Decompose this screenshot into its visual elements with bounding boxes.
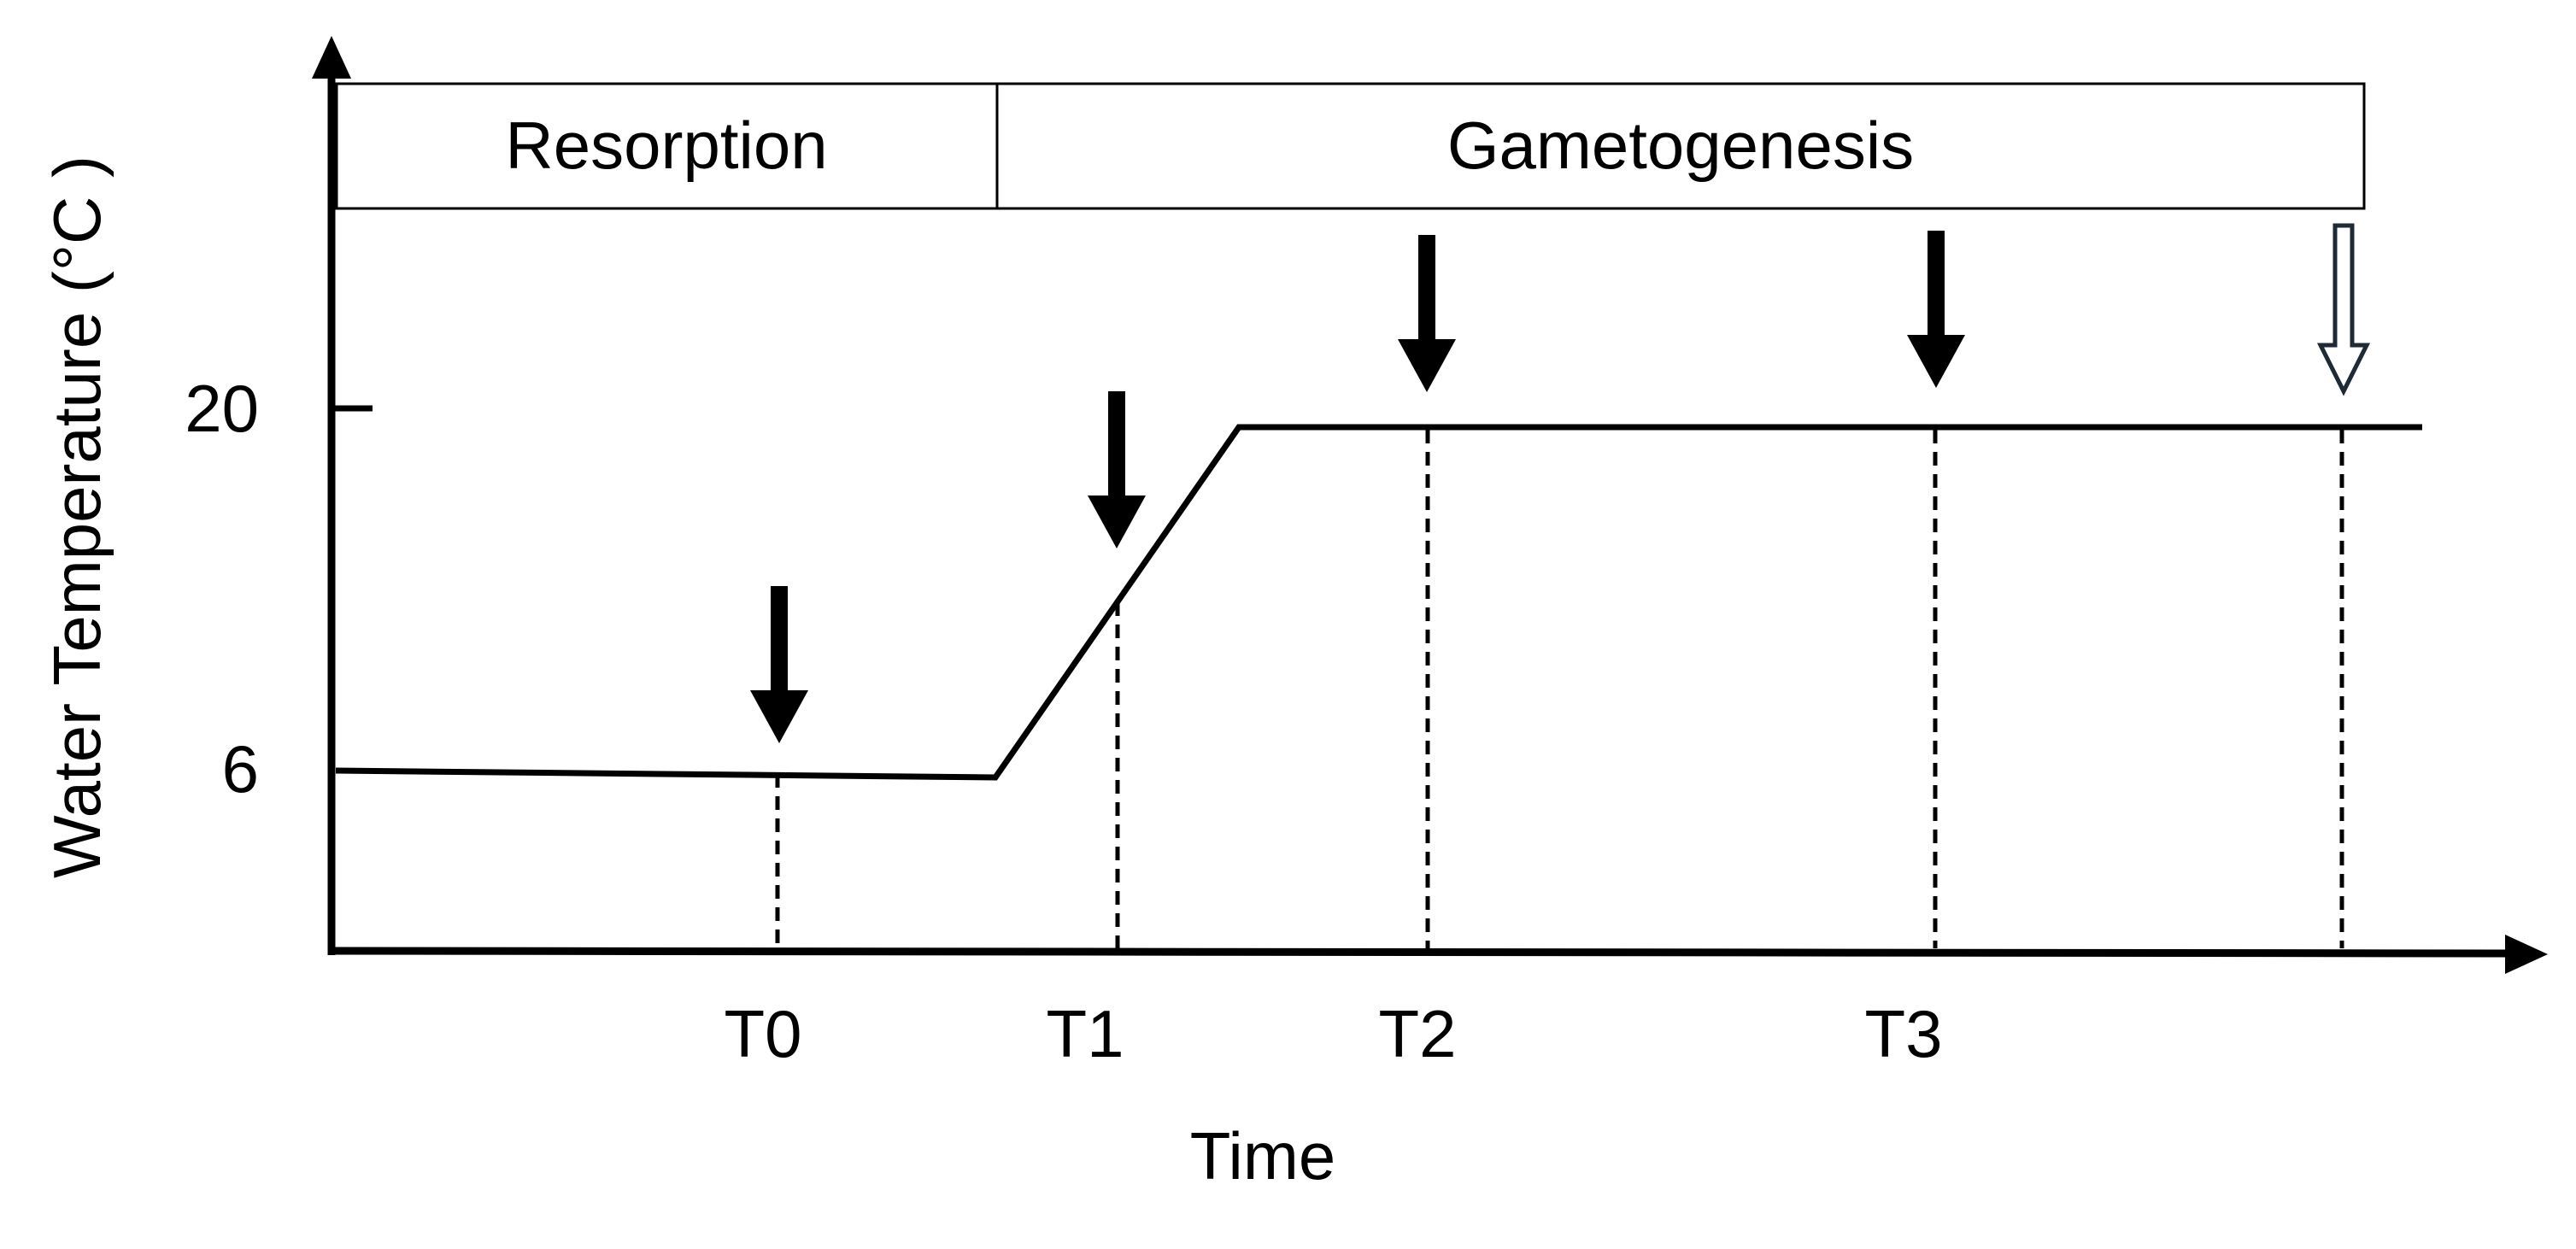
y-tick-label-6: 6 (222, 731, 259, 806)
y-tick-label-20: 20 (185, 371, 259, 446)
x-tick-label-t0: T0 (724, 996, 801, 1071)
x-axis-title: Time (1190, 1118, 1335, 1193)
sampling-arrow-hollow (2316, 223, 2371, 396)
x-tick-label-t2: T2 (1378, 996, 1456, 1071)
temperature-profile-line (335, 424, 2422, 781)
phase-box-gametogenesis (995, 82, 2366, 210)
x-tick-label-t1: T1 (1046, 996, 1124, 1071)
x-tick-label-t3: T3 (1864, 996, 1942, 1071)
sampling-arrows (750, 231, 1965, 743)
phase-bar: Resorption Gametogenesis (335, 82, 2366, 210)
y-axis-arrowhead (312, 36, 351, 79)
x-axis-line (327, 947, 2513, 958)
sampling-arrow-t0 (750, 586, 808, 743)
sampling-arrow-t1 (1088, 391, 1146, 548)
x-axis-arrowhead (2505, 935, 2548, 974)
phase-label-gametogenesis: Gametogenesis (1447, 108, 1914, 183)
sampling-arrow-t2 (1398, 235, 1456, 392)
axes (312, 36, 2548, 974)
sampling-arrow-t3 (1907, 231, 1965, 388)
sampling-drop-lines (775, 430, 2344, 948)
y-axis-title: Water Temperature (°C ) (39, 155, 114, 878)
phase-label-resorption: Resorption (505, 108, 827, 183)
